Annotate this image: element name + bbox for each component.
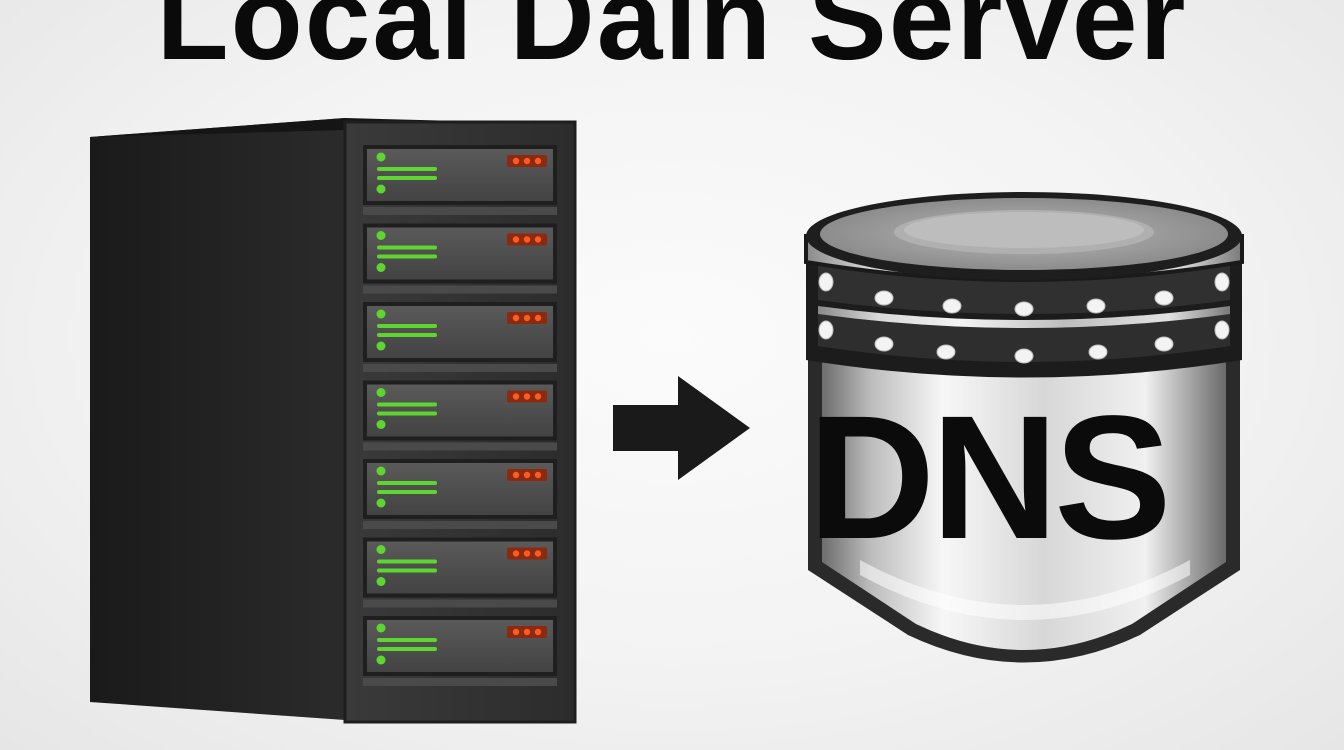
database-cylinder-icon bbox=[804, 192, 1244, 663]
server-slot bbox=[363, 145, 557, 215]
status-led-icon bbox=[376, 466, 437, 508]
status-led-icon bbox=[376, 231, 437, 272]
server-slots bbox=[363, 145, 557, 686]
activity-indicator-icon bbox=[507, 233, 547, 246]
status-led-icon bbox=[376, 623, 437, 665]
server-slot bbox=[363, 223, 557, 294]
status-led-icon bbox=[376, 152, 437, 194]
status-led-icon bbox=[376, 309, 437, 351]
server-slot bbox=[363, 380, 557, 451]
server-slot bbox=[363, 459, 557, 529]
activity-indicator-icon bbox=[507, 547, 547, 560]
activity-indicator-icon bbox=[507, 312, 547, 324]
server-slot bbox=[363, 616, 557, 686]
activity-indicator-icon bbox=[507, 390, 547, 403]
status-led-icon bbox=[376, 388, 437, 429]
activity-indicator-icon bbox=[507, 155, 547, 167]
activity-indicator-icon bbox=[507, 626, 547, 638]
page-title: Local Dain Server bbox=[156, 0, 1188, 85]
server-slot bbox=[363, 537, 557, 608]
activity-indicator-icon bbox=[507, 469, 547, 481]
server-slot bbox=[363, 302, 557, 372]
status-led-icon bbox=[376, 545, 437, 586]
dns-label: DNS bbox=[808, 380, 1172, 576]
right-arrow-icon bbox=[613, 376, 750, 480]
